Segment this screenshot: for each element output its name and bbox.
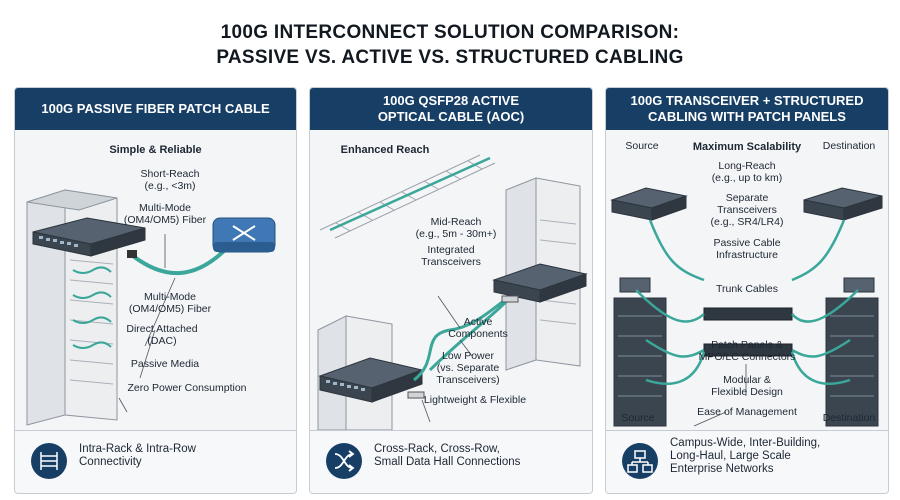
label-multimode-top: Multi-Mode (OM4/OM5) Fiber [123,202,207,226]
aoc-cable [413,295,515,382]
label-passive-infra: Passive Cable Infrastructure [713,237,781,261]
panel-passive-fiber: 100G PASSIVE FIBER PATCH CABLE [14,87,297,494]
subtitle: Maximum Scalability [692,141,802,153]
label-integrated: Integrated Transceivers [421,244,481,268]
label-mid-reach: Mid-Reach (e.g., 5m - 30m+) [415,216,497,240]
rack-icon [31,443,67,479]
panel-active-optical: 100G QSFP28 ACTIVE OPTICAL CABLE (AOC) [309,87,593,494]
server-rack-icon [613,277,667,427]
connector-icon [127,250,137,258]
transceiver-icon [407,391,425,399]
panel-footer: Intra-Rack & Intra-Row Connectivity [15,430,296,493]
panel-footer: Cross-Rack, Cross-Row, Small Data Hall C… [310,430,592,493]
router-icon [212,217,276,253]
label-short-reach: Short-Reach (e.g., <3m) [140,168,200,192]
title-line-1: 100G INTERCONNECT SOLUTION COMPARISON: [220,22,680,43]
label-patch-panels: Patch Panels & MPO/LC Connectors [698,339,796,363]
footer-text: Campus-Wide, Inter-Building, Long-Haul, … [670,437,821,475]
label-trunk: Trunk Cables [715,283,779,295]
switch-icon [318,357,424,403]
panel-header-line-2: OPTICAL CABLE (AOC) [377,109,525,124]
network-topology-icon [622,443,658,479]
label-active: Active Components [448,316,508,340]
title-line-2: PASSIVE VS. ACTIVE VS. STRUCTURED CABLIN… [216,47,684,68]
label-source-top: Source [625,140,659,152]
footer-text: Intra-Rack & Intra-Row Connectivity [79,443,196,468]
patch-panel-icon [703,307,793,321]
switch-icon [32,217,146,257]
panel-footer: Campus-Wide, Inter-Building, Long-Haul, … [606,430,888,493]
structured-cabling-illustration [610,187,883,427]
label-lightweight: Lightweight & Flexible [423,394,527,406]
panel-header-line-1: 100G QSFP28 ACTIVE [382,93,520,108]
label-long-reach: Long-Reach (e.g., up to km) [711,160,783,184]
subtitle: Enhanced Reach [340,144,430,156]
label-destination-bottom: Destination [822,412,876,424]
label-passive-media: Passive Media [130,358,200,370]
switch-icon [803,187,883,221]
transceiver-icon [501,295,519,303]
label-dac: Direct Attached (DAC) [126,323,198,347]
panel-header: 100G PASSIVE FIBER PATCH CABLE [15,88,296,130]
aoc-illustration [317,154,588,430]
label-modular: Modular & Flexible Design [711,374,783,398]
switch-icon [492,263,588,303]
switch-icon [610,187,688,221]
label-multimode-bottom: Multi-Mode (OM4/OM5) Fiber [128,291,212,315]
panel-structured-cabling: 100G TRANSCEIVER + STRUCTURED CABLING WI… [605,87,889,494]
panel-header: 100G QSFP28 ACTIVE OPTICAL CABLE (AOC) [310,88,592,130]
footer-text: Cross-Rack, Cross-Row, Small Data Hall C… [374,443,521,468]
passive-cable-illustration [26,189,276,426]
panel-header: 100G TRANSCEIVER + STRUCTURED CABLING WI… [606,88,888,130]
subtitle: Simple & Reliable [109,144,202,156]
label-low-power: Low Power (vs. Separate Transceivers) [436,350,500,386]
label-zero-power: Zero Power Consumption [127,382,247,394]
crossing-arrows-icon [326,443,362,479]
panel-header-line-1: 100G TRANSCEIVER + STRUCTURED [630,93,864,108]
page-title: 100G INTERCONNECT SOLUTION COMPARISON: P… [0,20,900,70]
label-source-bottom: Source [621,412,655,424]
label-separate: Separate Transceivers (e.g., SR4/LR4) [710,192,784,228]
panel-header-text: 100G PASSIVE FIBER PATCH CABLE [41,101,270,116]
panel-header-line-2: CABLING WITH PATCH PANELS [648,109,846,124]
cable-tray-icon [319,154,496,239]
server-rack-icon [825,277,879,427]
label-destination-top: Destination [822,140,876,152]
label-ease: Ease of Management [697,406,797,418]
trunk-cables [635,219,859,385]
fiber-cable [131,246,229,276]
